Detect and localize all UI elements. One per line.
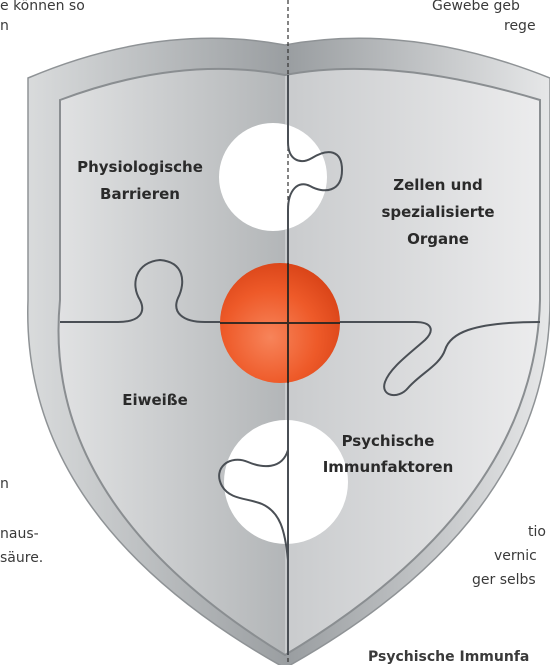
label-bottom-left: Eiweiße bbox=[122, 391, 188, 409]
fragment-top-left-2: n bbox=[0, 16, 9, 36]
label-top-right-line2: spezialisierte bbox=[381, 203, 494, 221]
fragment-left-2: naus- bbox=[0, 524, 39, 544]
fragment-left-1: n bbox=[0, 474, 9, 494]
label-top-right-line1: Zellen und bbox=[393, 176, 483, 194]
fragment-right-1: tio bbox=[528, 522, 546, 542]
label-top-left-line1: Physiologische bbox=[77, 158, 203, 176]
fragment-left-3: säure. bbox=[0, 548, 43, 568]
fragment-right-3: ger selbs bbox=[472, 570, 536, 590]
fragment-bottom: Psychische Immunfa bbox=[368, 647, 529, 667]
label-bottom-right-line1: Psychische bbox=[342, 432, 435, 450]
fragment-right-2: vernic bbox=[494, 546, 537, 566]
bottom-knob-hole bbox=[224, 420, 348, 544]
fragment-top-right-1: Gewebe geb bbox=[432, 0, 520, 16]
label-top-right-line3: Organe bbox=[407, 230, 469, 248]
label-bottom-left-line1: Eiweiße bbox=[122, 391, 188, 409]
top-knob-hole bbox=[219, 123, 327, 231]
label-bottom-right-line2: Immunfaktoren bbox=[323, 458, 454, 476]
fragment-top-left-1: e können so bbox=[0, 0, 85, 16]
label-top-left-line2: Barrieren bbox=[100, 185, 180, 203]
fragment-top-right-2: rege bbox=[504, 16, 536, 36]
